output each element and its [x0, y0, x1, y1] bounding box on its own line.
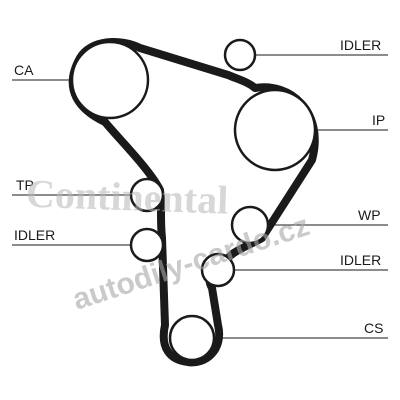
label-ip: IP: [372, 112, 385, 128]
label-tp: TP: [16, 177, 34, 193]
watermark: Continental autodily-cardo.cz: [25, 171, 313, 317]
pulleys: [70, 38, 317, 362]
camshaft-pulley: [70, 40, 150, 120]
crankshaft-pulley: [168, 314, 216, 362]
tensioner-pulley: [129, 177, 165, 213]
idler-top-pulley: [223, 38, 257, 72]
label-cs: CS: [364, 320, 383, 336]
label-idler-left: IDLER: [14, 227, 55, 243]
label-idler-top: IDLER: [340, 37, 381, 53]
timing-belt: [68, 38, 319, 367]
idler-left-pulley: [129, 227, 165, 263]
label-wp: WP: [358, 207, 381, 223]
watermark-brand-text: Continental: [25, 171, 229, 223]
injection-pump-pulley: [233, 88, 317, 172]
water-pump-pulley: [230, 205, 270, 245]
watermark-site-text: autodily-cardo.cz: [69, 209, 314, 317]
component-labels: CA IDLER IP TP WP IDLER IDLER CS: [14, 37, 385, 336]
label-ca: CA: [14, 62, 34, 78]
label-idler-right: IDLER: [340, 252, 381, 268]
idler-right-pulley: [200, 252, 236, 288]
